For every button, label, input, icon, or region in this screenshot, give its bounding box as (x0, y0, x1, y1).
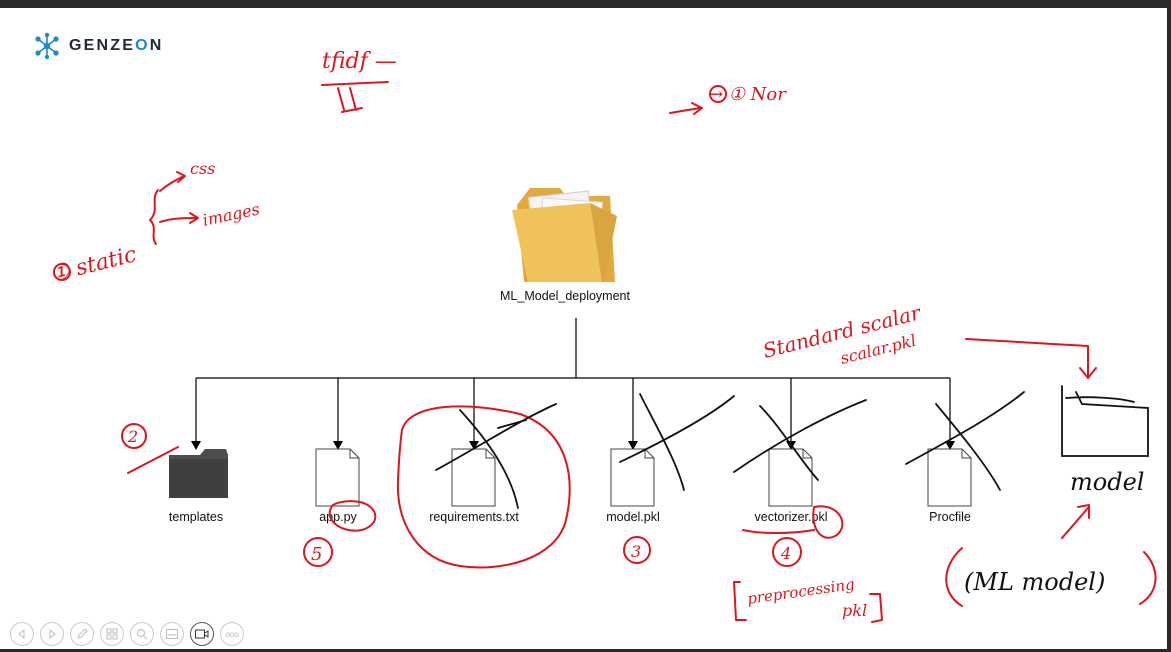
window-top-border (0, 0, 1171, 8)
number-5-annotation: 5 (311, 544, 322, 565)
ml-model-annotation: (ML model) (964, 568, 1105, 596)
node-label-model-pkl: model.pkl (606, 510, 660, 524)
root-folder-icon (512, 188, 617, 282)
node-label-requirements: requirements.txt (429, 510, 519, 524)
window-bottom-border (0, 649, 1171, 652)
node-label-procfile: Procfile (929, 510, 971, 524)
images-annotation: images (201, 199, 261, 230)
static-annotation: ① static (47, 242, 139, 288)
video-camera-icon (195, 629, 209, 639)
grid-icon (106, 628, 118, 640)
previous-slide-button[interactable] (10, 622, 34, 646)
slides-grid-button[interactable] (100, 622, 124, 646)
more-dots-icon: ooo (225, 629, 239, 639)
magnifier-icon (137, 629, 148, 640)
number-3-annotation: 3 (631, 542, 641, 561)
model-folder-annotation: model (1070, 468, 1144, 496)
templates-folder-icon (169, 449, 228, 498)
presentation-toolbar: ooo (10, 622, 244, 646)
triangle-right-icon (49, 629, 56, 639)
next-slide-button[interactable] (40, 622, 64, 646)
pen-tool-button[interactable] (70, 622, 94, 646)
subtitles-icon (166, 629, 178, 639)
zoom-button[interactable] (130, 622, 154, 646)
vectorizer-file-icon (768, 448, 813, 507)
pkl-annotation: pkl (842, 601, 867, 620)
app-py-file-icon (315, 448, 360, 507)
procfile-file-icon (927, 448, 972, 507)
pen-icon (77, 628, 88, 639)
model-pkl-file-icon (610, 448, 655, 507)
preprocessing-annotation: preprocessing (746, 575, 856, 608)
node-label-app-py: app.py (319, 510, 357, 524)
node-label-templates: templates (168, 510, 224, 524)
requirements-file-icon (451, 448, 496, 507)
triangle-left-icon (18, 629, 25, 639)
number-4-annotation: 4 (780, 544, 791, 563)
molecule-logo-icon (35, 32, 59, 60)
tfidf-annotation: tfidf — (322, 49, 397, 74)
nor-annotation: → ① Nor (708, 84, 787, 105)
logo-text: GENZEON (69, 37, 164, 54)
css-annotation: css (190, 159, 215, 178)
node-label-root: ML_Model_deployment (500, 289, 630, 303)
tree-connectors (195, 318, 951, 446)
more-options-button[interactable]: ooo (220, 622, 244, 646)
window-right-border (1167, 0, 1171, 652)
number-2-annotation: 2 (127, 427, 138, 446)
video-button[interactable] (190, 622, 214, 646)
genzeon-logo: GENZEON (33, 31, 164, 61)
subtitles-button[interactable] (160, 622, 184, 646)
node-label-vectorizer: vectorizer.pkl (754, 510, 828, 524)
